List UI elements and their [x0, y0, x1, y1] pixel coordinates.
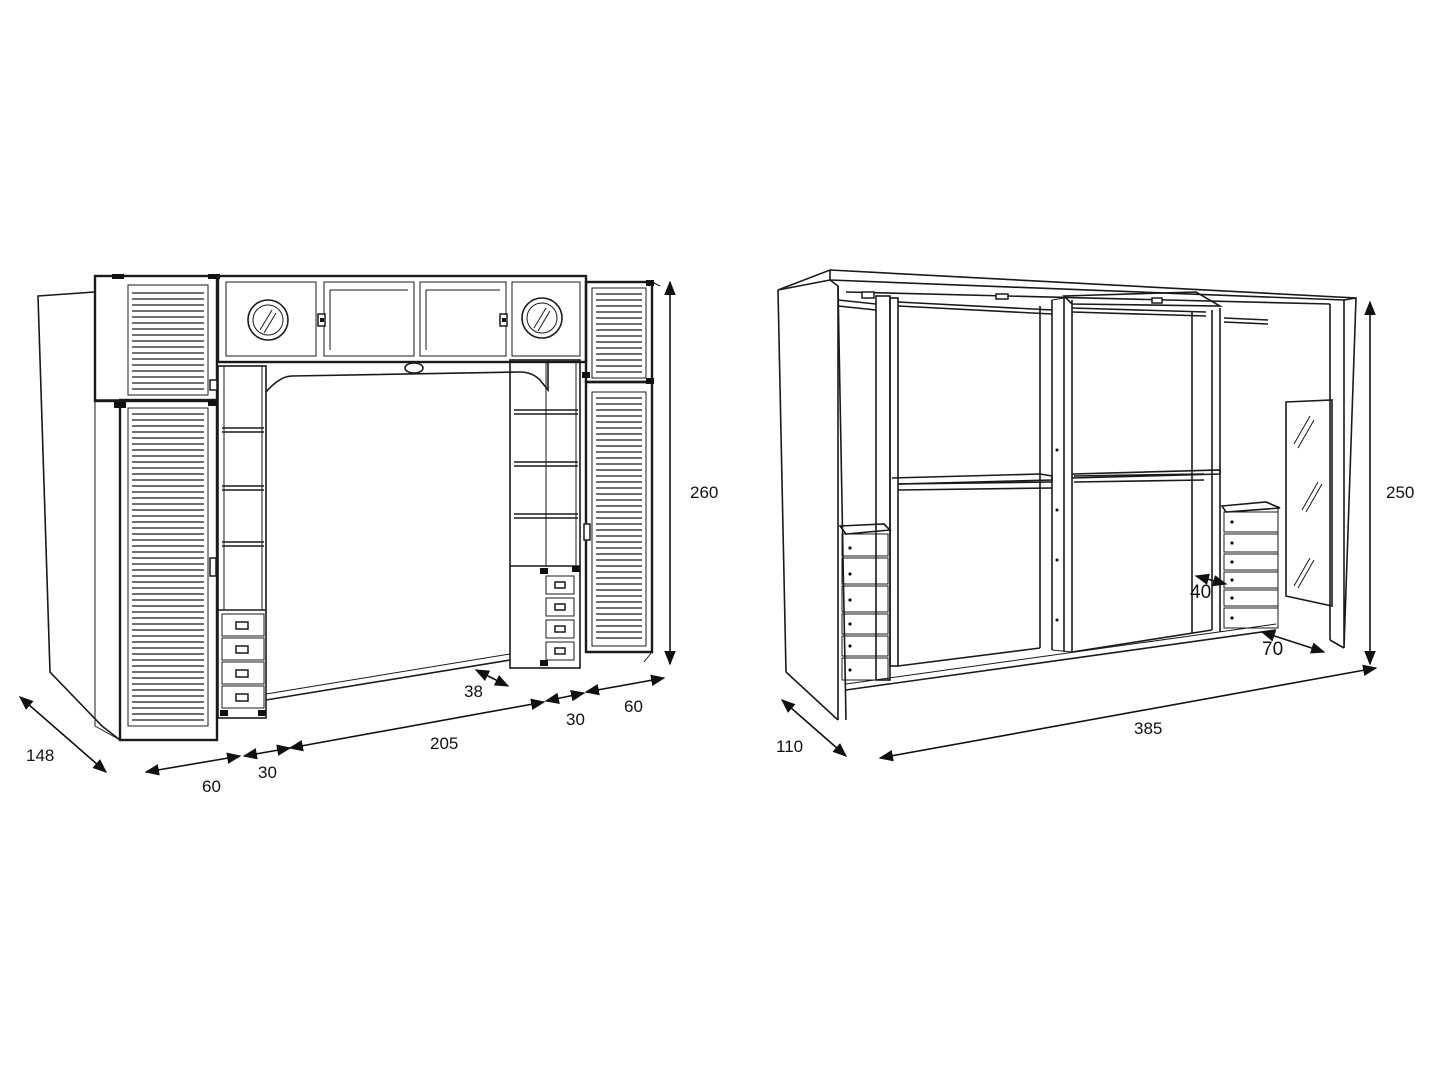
drawer-knob	[1230, 578, 1234, 582]
dim-bridge-205: 205	[430, 734, 458, 753]
drawer-knobs	[848, 546, 852, 672]
dim-left-wardrobe-60: 60	[202, 777, 221, 796]
central-partitions	[889, 297, 1221, 667]
dim-width-385: 385	[1134, 719, 1162, 738]
right-lower-louvers	[596, 397, 642, 639]
lamp-icon	[404, 362, 424, 374]
dim-inner-70: 70	[1262, 639, 1283, 660]
drawer-knob	[848, 572, 852, 576]
drawer-knob	[848, 598, 852, 602]
left-upper-louvers	[132, 292, 204, 390]
dim-right-shelf-30: 30	[566, 710, 585, 729]
drawer-knob	[1230, 560, 1234, 564]
handle-icon	[583, 523, 591, 541]
right-drawer-column	[1220, 501, 1281, 629]
right-dimension-labels: 110 385 250 40 70	[776, 483, 1414, 756]
right-shelf-column	[509, 359, 581, 669]
left-dimension-lines	[18, 280, 676, 776]
drawer-knob	[1230, 541, 1234, 545]
left-tall-unit	[93, 274, 220, 742]
drawer-knob	[1230, 616, 1234, 620]
outer-carcass	[777, 269, 1357, 649]
dim-depth-110: 110	[776, 737, 803, 756]
dim-bridge-depth-38: 38	[464, 682, 483, 701]
drawer-knob	[1230, 520, 1234, 524]
drawer-knob	[848, 546, 852, 550]
shelves	[891, 291, 1224, 485]
drawer-knobs	[1230, 520, 1234, 620]
dim-height-250: 250	[1386, 483, 1414, 502]
dim-height-260: 260	[690, 483, 718, 502]
porthole-window-right	[521, 297, 563, 339]
left-drawer-column	[838, 295, 892, 681]
drawer-knob	[848, 644, 852, 648]
mirror-panel	[1285, 399, 1333, 607]
left-lower-louvers	[132, 413, 204, 721]
hanging-rails	[837, 291, 1269, 491]
dim-depth-148: 148	[26, 746, 54, 765]
drawer-knob	[848, 668, 852, 672]
left-shelf-column	[217, 365, 267, 719]
dim-inner-40: 40	[1190, 582, 1211, 603]
left-wardrobe-drawing: 148 60 30 205 38 30 60 260	[18, 274, 718, 796]
bridge-arch	[265, 360, 549, 393]
left-dimension-labels: 148 60 30 205 38 30 60 260	[26, 483, 718, 796]
right-tall-unit	[582, 280, 661, 663]
porthole-window-left	[247, 299, 289, 341]
dim-right-wardrobe-60: 60	[624, 697, 643, 716]
drawer-knob	[1230, 596, 1234, 600]
left-side-panel	[37, 291, 121, 742]
right-dimension-lines	[780, 300, 1378, 762]
bridge-top-cabinet	[216, 274, 588, 374]
right-upper-louvers	[596, 293, 642, 373]
drawer-knob	[848, 622, 852, 626]
handle-icon	[209, 557, 217, 577]
right-wardrobe-drawing: 110 385 250 40 70	[776, 269, 1414, 762]
dim-left-shelf-30: 30	[258, 763, 277, 782]
